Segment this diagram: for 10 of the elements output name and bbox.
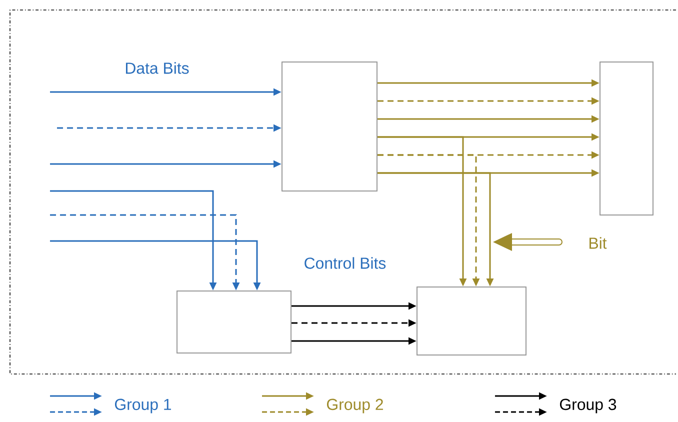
- text-label: Bit: [590, 237, 607, 249]
- block-box: [282, 62, 378, 192]
- text-label: Data Bits: [126, 62, 189, 74]
- legend-label: Group 3: [560, 398, 616, 414]
- legend-label: Group 2: [327, 398, 383, 414]
- text-label: Control Bits: [304, 257, 386, 269]
- block-box: [176, 290, 292, 354]
- block-box: [416, 286, 526, 356]
- legend-label: Group 1: [115, 398, 171, 414]
- block-box: [600, 62, 654, 216]
